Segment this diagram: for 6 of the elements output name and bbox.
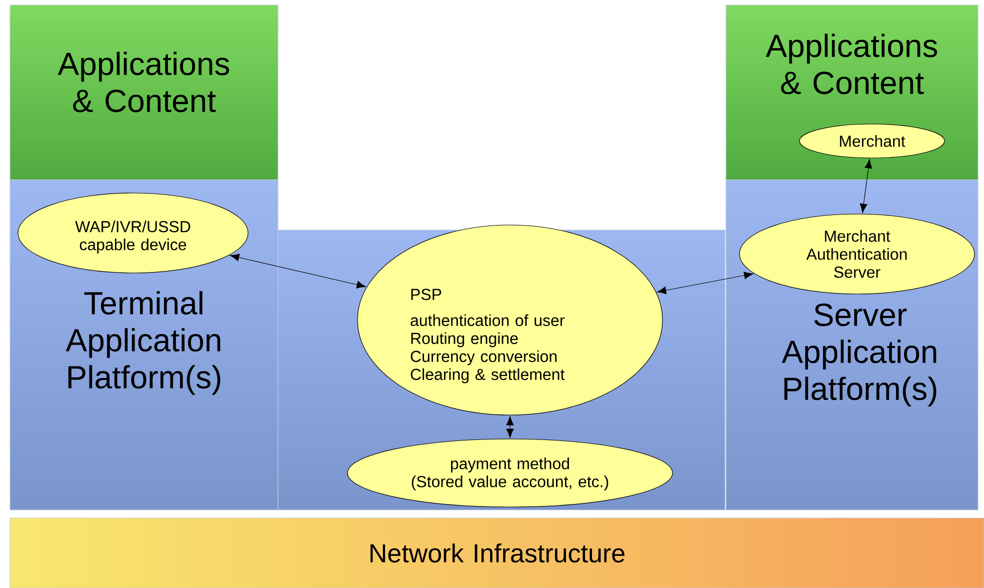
network-band: Network Infrastructure [10,518,984,588]
application-layer-box: Applications & Content [10,4,278,180]
arrow [657,272,754,294]
arrow [860,159,872,213]
arrow [230,254,366,288]
arrow [506,416,514,438]
